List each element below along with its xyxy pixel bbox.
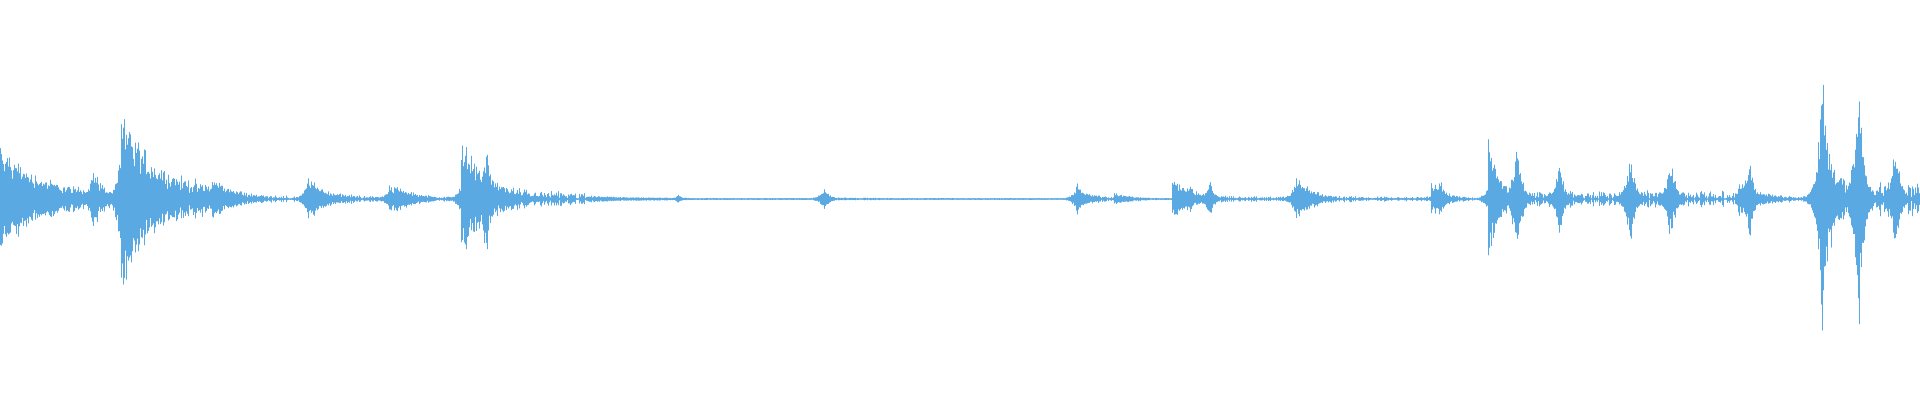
waveform-bars — [0, 84, 1920, 331]
waveform-path — [0, 84, 1920, 331]
